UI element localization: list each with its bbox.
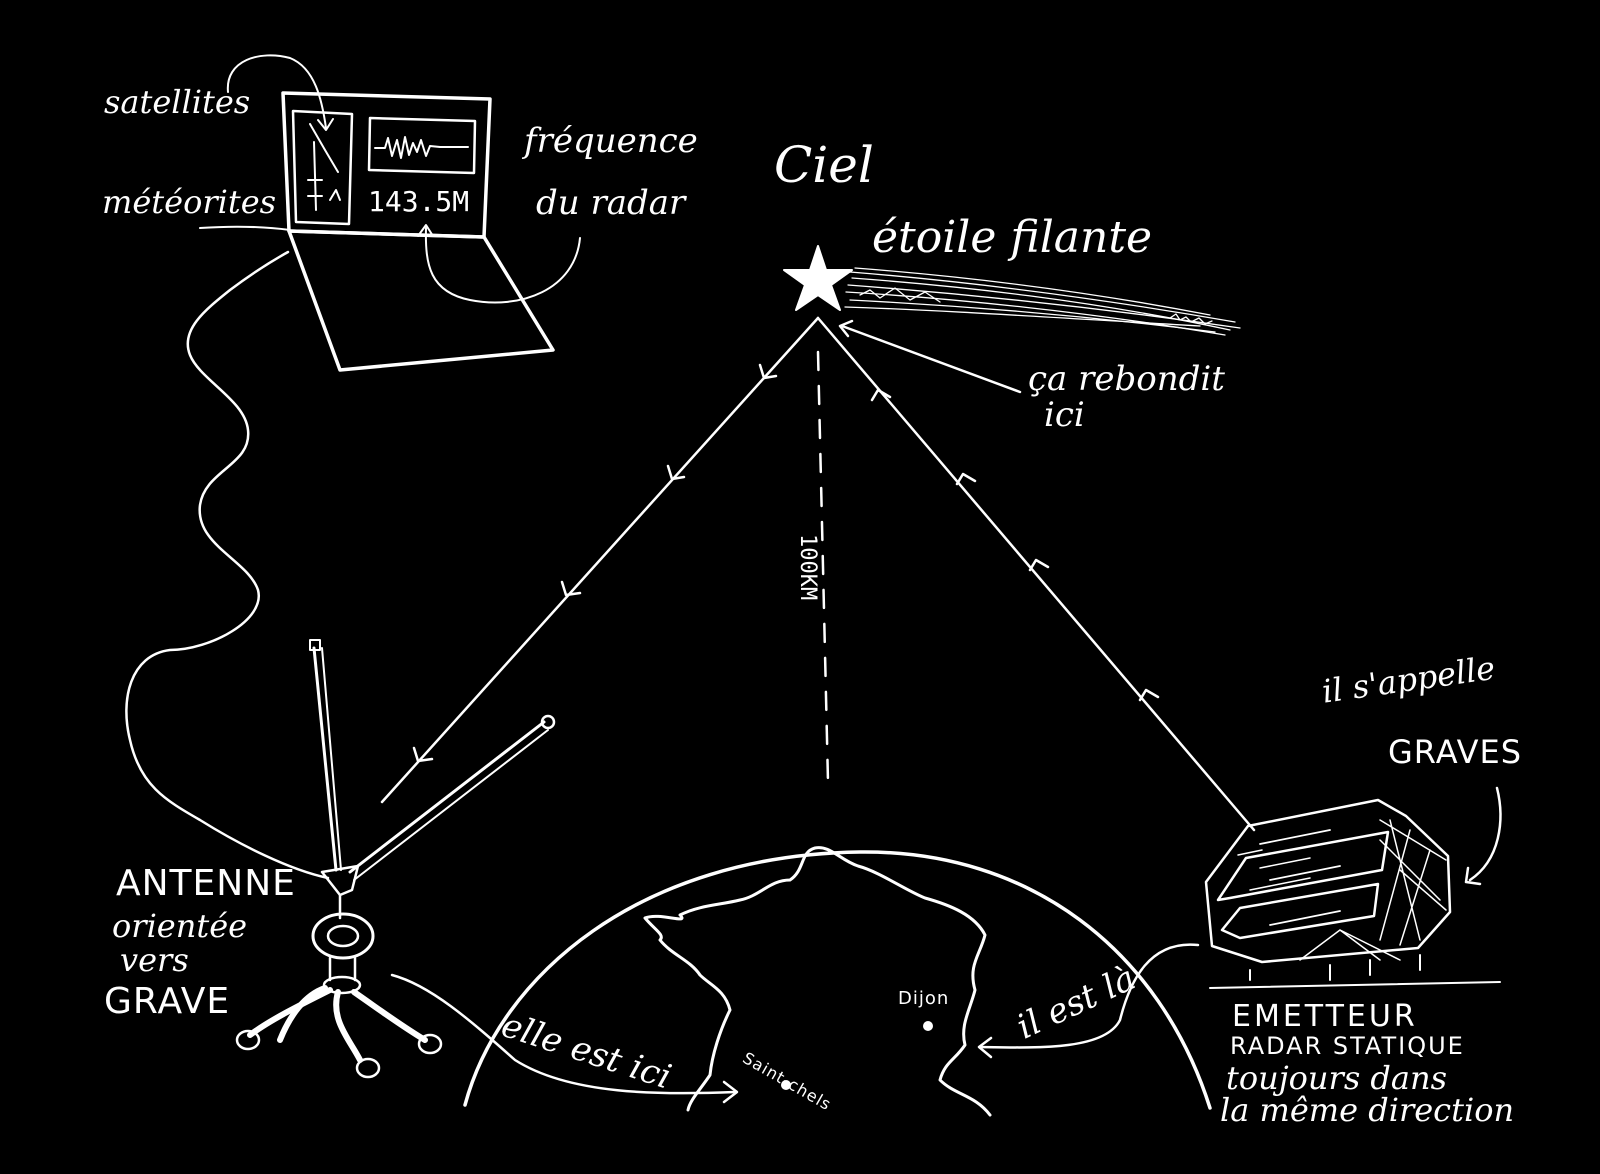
dijon-dot [923,1021,933,1031]
label-antenna-3: vers [120,941,189,979]
label-emitter-4: la même direction [1220,1091,1515,1129]
label-antenna-4: GRAVE [104,981,231,1022]
label-emitter-name: GRAVES [1388,733,1522,771]
label-satellites: satellites [104,83,251,121]
antenna-icon [235,639,556,1079]
signal-path-up [816,316,1256,832]
label-bounce-1: ça rebondit [1028,359,1225,399]
cable-line [125,250,330,880]
frequency-value: 143.5M [368,185,470,218]
label-meteorites: météorites [102,183,277,221]
label-antenna-2: orientée [112,907,248,945]
star-icon [783,245,853,311]
graves-radar-icon [1204,798,1501,989]
saint-chels-dot [781,1080,791,1090]
label-emitter-1: EMETTEUR [1232,999,1418,1034]
label-sky: Ciel [774,136,874,194]
label-dijon: Dijon [898,988,950,1009]
label-antenna-1: ANTENNE [116,863,296,904]
star-trail [844,267,1241,336]
label-emitter-2: RADAR STATIQUE [1230,1032,1465,1060]
label-shooting-star: étoile filante [872,212,1153,263]
laptop-icon [281,91,555,372]
label-altitude: 100KM [795,534,820,601]
label-frequency-1: fréquence [524,121,698,161]
label-bounce-2: ici [1044,395,1085,435]
label-emitter-3: toujours dans [1226,1059,1448,1097]
signal-path-down [380,316,820,804]
label-frequency-2: du radar [536,183,686,223]
france-outline [643,846,992,1117]
altitude-dashed-line [816,350,830,784]
earth-arc [463,850,1212,1110]
